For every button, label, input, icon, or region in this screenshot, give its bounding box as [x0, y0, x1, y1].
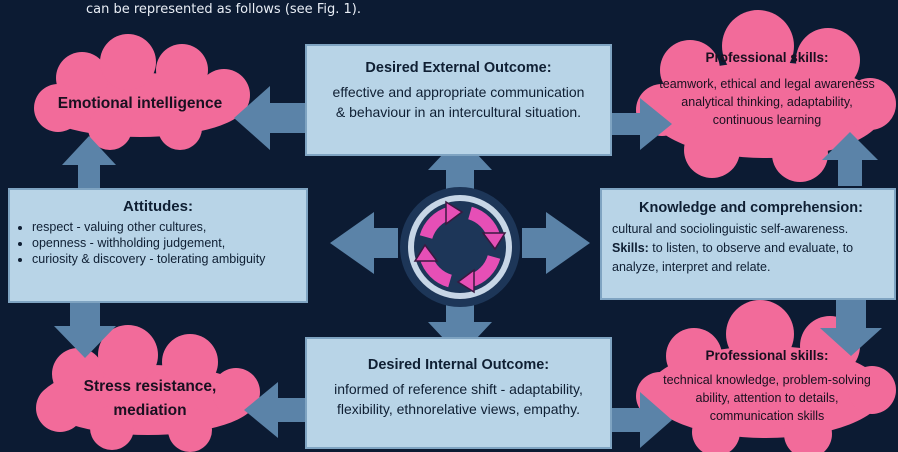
external-outcome-box: Desired External Outcome: effective and …: [305, 44, 612, 156]
cloud-stress-resistance: [36, 325, 260, 452]
center-cycle: [400, 187, 520, 307]
stress-line: mediation: [113, 402, 187, 419]
arrow-attitudes-to-emotional: [62, 136, 116, 188]
attitudes-list: respect - valuing other cultures, openne…: [16, 219, 300, 267]
professional-skill-line: continuous learning: [712, 113, 822, 127]
figure-caption: can be represented as follows (see Fig. …: [86, 2, 361, 17]
professional-skill-line: communication skills: [709, 409, 825, 423]
professional-skills-bottom-text: Professional skills: technical knowledge…: [642, 348, 892, 423]
skills-text: to listen, to observe and evaluate, to: [648, 241, 854, 255]
arrow-to-stress: [244, 382, 305, 438]
emotional-intelligence-text: Emotional intelligence: [40, 95, 240, 113]
arrow-center-left: [330, 212, 398, 274]
attitude-item: openness - withholding judgement,: [32, 235, 300, 251]
professional-skill-line: ability, attention to details,: [695, 391, 839, 405]
arrow-center-down: [428, 304, 492, 356]
knowledge-line: cultural and sociolinguistic self-awaren…: [612, 222, 849, 236]
arrow-center-up: [428, 136, 492, 190]
arrow-to-professional-top: [612, 98, 672, 150]
professional-skills-top-text: Professional skills: teamwork, ethical a…: [642, 50, 892, 127]
emotional-intelligence-title: Emotional intelligence: [57, 95, 223, 112]
knowledge-line: analyze, interpret and relate.: [612, 260, 771, 274]
stress-resistance-text: Stress resistance, mediation: [50, 378, 250, 420]
internal-outcome-line: informed of reference shift - adaptabili…: [334, 381, 583, 397]
attitudes-title: Attitudes:: [123, 198, 193, 215]
arrow-center-right: [522, 212, 590, 274]
external-outcome-title: Desired External Outcome:: [365, 60, 552, 76]
professional-skill-line: technical knowledge, problem-solving: [663, 373, 871, 387]
stress-line: Stress resistance,: [83, 378, 217, 395]
skills-line: Skills: to listen, to observe and evalua…: [612, 241, 890, 255]
cloud-emotional-intelligence: [34, 34, 250, 150]
professional-skill-line: analytical thinking, adaptability,: [681, 95, 853, 109]
arrow-to-emotional: [234, 86, 305, 150]
knowledge-title: Knowledge and comprehension:: [639, 200, 863, 216]
professional-skills-title: Professional skills:: [705, 348, 829, 363]
attitude-item: curiosity & discovery - tolerating ambig…: [32, 251, 300, 267]
connector-arrows: [54, 86, 882, 448]
external-outcome-line: & behaviour in an intercultural situatio…: [335, 104, 582, 120]
skills-label: Skills:: [612, 241, 649, 255]
knowledge-box: Knowledge and comprehension: cultural an…: [600, 188, 896, 300]
external-outcome-line: effective and appropriate communication: [332, 84, 585, 100]
internal-outcome-title: Desired Internal Outcome:: [367, 357, 550, 373]
arrow-knowledge-to-professional: [822, 132, 878, 186]
professional-skill-line: teamwork, ethical and legal awareness: [659, 77, 875, 91]
arrow-to-professional-bottom: [612, 392, 672, 448]
attitude-item: respect - valuing other cultures,: [32, 219, 300, 235]
arrow-attitudes-to-stress: [54, 302, 116, 358]
internal-outcome-line: flexibility, ethnorelative views, empath…: [336, 401, 581, 417]
attitudes-box: Attitudes: respect - valuing other cultu…: [8, 188, 308, 303]
internal-outcome-box: Desired Internal Outcome: informed of re…: [305, 337, 612, 449]
arrow-knowledge-to-professional-bottom: [820, 300, 882, 356]
professional-skills-title: Professional skills:: [705, 50, 829, 65]
